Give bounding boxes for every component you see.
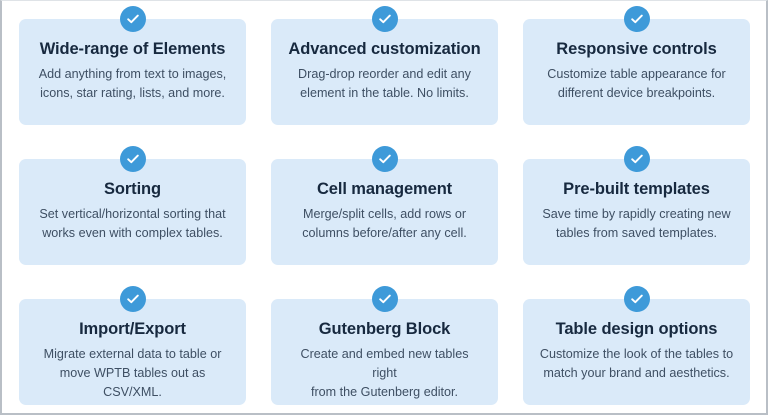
feature-title: Advanced customization xyxy=(288,40,481,58)
check-circle-icon xyxy=(119,286,146,312)
feature-description-line: columns before/after any cell. xyxy=(302,226,467,240)
feature-description: Merge/split cells, add rows or columns be… xyxy=(283,205,486,243)
feature-description: Create and embed new tables right from th… xyxy=(283,345,486,402)
feature-description-line: Customize the look of the tables to xyxy=(539,347,734,361)
feature-title: Wide-range of Elements xyxy=(39,40,226,58)
feature-description-line: works even with complex tables. xyxy=(42,226,223,240)
feature-description-line: match your brand and aesthetics. xyxy=(543,366,730,380)
feature-description-line: Customize table appearance for xyxy=(547,67,726,81)
check-circle-icon xyxy=(371,146,398,172)
feature-card[interactable]: Pre-built templates Save time by rapidly… xyxy=(523,146,750,265)
feature-description: Customize the look of the tables to match… xyxy=(535,345,738,383)
feature-card[interactable]: Responsive controls Customize table appe… xyxy=(523,6,750,125)
feature-card[interactable]: Cell management Merge/split cells, add r… xyxy=(271,146,498,265)
feature-card[interactable]: Advanced customization Drag-drop reorder… xyxy=(271,6,498,125)
feature-description: Set vertical/horizontal sorting that work… xyxy=(31,205,234,243)
check-circle-icon xyxy=(623,146,650,172)
check-circle-icon xyxy=(119,146,146,172)
check-circle-icon xyxy=(119,6,146,32)
feature-card[interactable]: Sorting Set vertical/horizontal sorting … xyxy=(19,146,246,265)
feature-description-line: move WPTB tables out as CSV/XML. xyxy=(59,366,206,399)
feature-title: Cell management xyxy=(316,180,453,198)
check-circle-icon xyxy=(371,6,398,32)
feature-description-line: Save time by rapidly creating new xyxy=(542,207,731,221)
feature-description-line: Create and embed new tables right xyxy=(300,347,469,380)
feature-description: Drag-drop reorder and edit any element in… xyxy=(283,65,486,103)
feature-title: Table design options xyxy=(555,320,718,338)
check-circle-icon xyxy=(623,6,650,32)
feature-card[interactable]: Table design options Customize the look … xyxy=(523,286,750,405)
feature-description-line: different device breakpoints. xyxy=(557,86,716,100)
feature-description: Add anything from text to images, icons, … xyxy=(31,65,234,103)
feature-description-line: Drag-drop reorder and edit any xyxy=(298,67,471,81)
feature-description: Migrate external data to table or move WP… xyxy=(31,345,234,402)
check-circle-icon xyxy=(623,286,650,312)
feature-description-line: Migrate external data to table or xyxy=(43,347,222,361)
feature-title: Pre-built templates xyxy=(563,180,710,198)
feature-title: Gutenberg Block xyxy=(318,320,451,338)
feature-description: Customize table appearance for different … xyxy=(535,65,738,103)
feature-title: Sorting xyxy=(103,180,162,198)
feature-description-line: Set vertical/horizontal sorting that xyxy=(39,207,226,221)
feature-card[interactable]: Import/Export Migrate external data to t… xyxy=(19,286,246,405)
feature-description: Save time by rapidly creating new tables … xyxy=(535,205,738,243)
feature-description-line: element in the table. No limits. xyxy=(300,86,469,100)
feature-description-line: icons, star rating, lists, and more. xyxy=(40,86,225,100)
feature-title: Import/Export xyxy=(79,320,186,338)
check-circle-icon xyxy=(371,286,398,312)
feature-description-line: Add anything from text to images, xyxy=(38,67,227,81)
feature-description-line: Merge/split cells, add rows or xyxy=(302,207,467,221)
feature-card[interactable]: Wide-range of Elements Add anything from… xyxy=(19,6,246,125)
feature-title: Responsive controls xyxy=(556,40,717,58)
feature-description-line: tables from saved templates. xyxy=(556,226,717,240)
feature-card[interactable]: Gutenberg Block Create and embed new tab… xyxy=(271,286,498,405)
feature-description-line: from the Gutenberg editor. xyxy=(310,385,458,399)
feature-card-grid: Wide-range of Elements Add anything from… xyxy=(19,6,750,405)
